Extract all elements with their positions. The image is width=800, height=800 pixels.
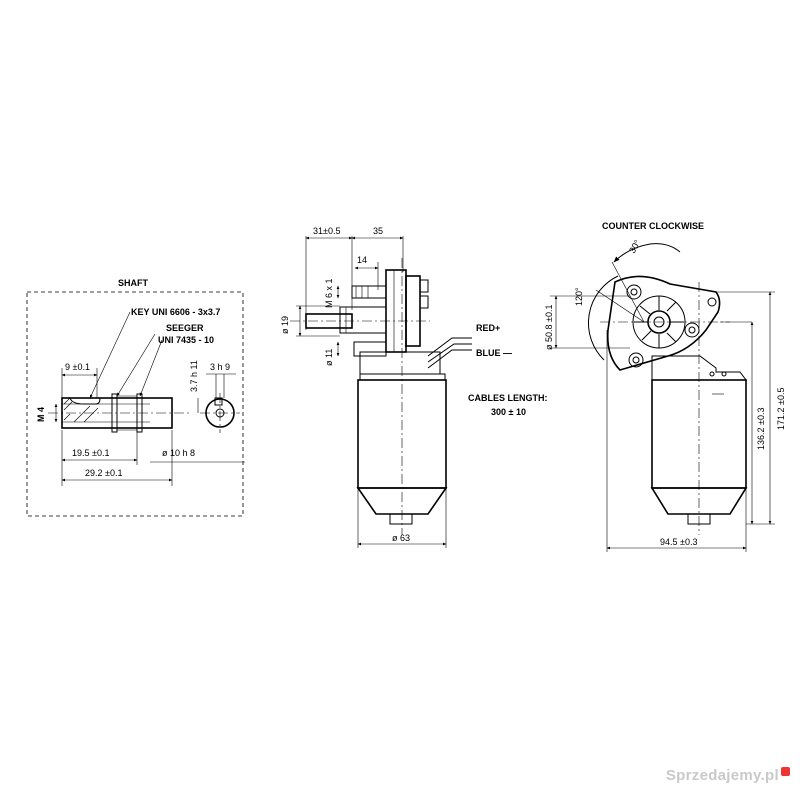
watermark-badge-icon	[781, 767, 790, 776]
cables-length-value: 300 ± 10	[491, 407, 526, 417]
watermark-text: Sprzedajemy.pl	[665, 767, 779, 784]
dim-key-width: 3 h 9	[210, 362, 230, 372]
dim-groove-distance: 19.5 ±0.1	[72, 448, 109, 458]
key-callout: KEY UNI 6606 - 3x3.7	[131, 307, 220, 317]
dim-d11: ø 11	[324, 349, 334, 366]
shaft-title: SHAFT	[118, 278, 148, 288]
dim-shaft-length: 29.2 ±0.1	[85, 468, 122, 478]
dim-key-depth: 3.7 h 11	[189, 360, 199, 392]
dim-945: 94.5 ±0.3	[660, 537, 697, 547]
shaft-frame	[26, 291, 244, 517]
dim-bolt-circle: ø 50.8 ±0.1	[544, 305, 554, 350]
cable-blue-label: BLUE —	[476, 348, 512, 358]
motor-front-view: COUNTER CLOCKWISE 30° 120°	[544, 221, 786, 552]
shaft-end-view	[200, 393, 240, 433]
seeger-callout: SEEGER	[166, 323, 204, 333]
dim-31: 31±0.5	[313, 226, 340, 236]
watermark-logo: Sprzedajemy.pl	[666, 767, 790, 784]
dim-m6: M 6 x 1	[324, 278, 334, 308]
angle-30: 30°	[627, 238, 643, 255]
shaft-detail: SHAFT	[26, 278, 245, 517]
cable-red-label: RED+	[476, 323, 500, 333]
dim-shaft-diameter: ø 10 h 8	[162, 448, 195, 458]
dim-171: 171.2 ±0.5	[776, 388, 786, 430]
seeger-standard: UNI 7435 - 10	[158, 335, 214, 345]
dim-key-position: 9 ±0.1	[65, 362, 90, 372]
angle-120: 120°	[574, 287, 584, 306]
dim-14: 14	[357, 255, 367, 265]
cables-length-title: CABLES LENGTH:	[468, 393, 548, 403]
dim-thread: M 4	[36, 407, 46, 422]
rotation-label: COUNTER CLOCKWISE	[602, 221, 704, 231]
dim-d63: ø 63	[392, 533, 410, 543]
shaft-side	[48, 393, 190, 433]
dim-136: 136.2 ±0.3	[756, 408, 766, 450]
dim-35: 35	[373, 226, 383, 236]
dim-d19: ø 19	[280, 316, 290, 334]
motor-side-view: 31±0.5 35 14 ø 19 M 6 x 1 ø 11	[280, 226, 548, 548]
